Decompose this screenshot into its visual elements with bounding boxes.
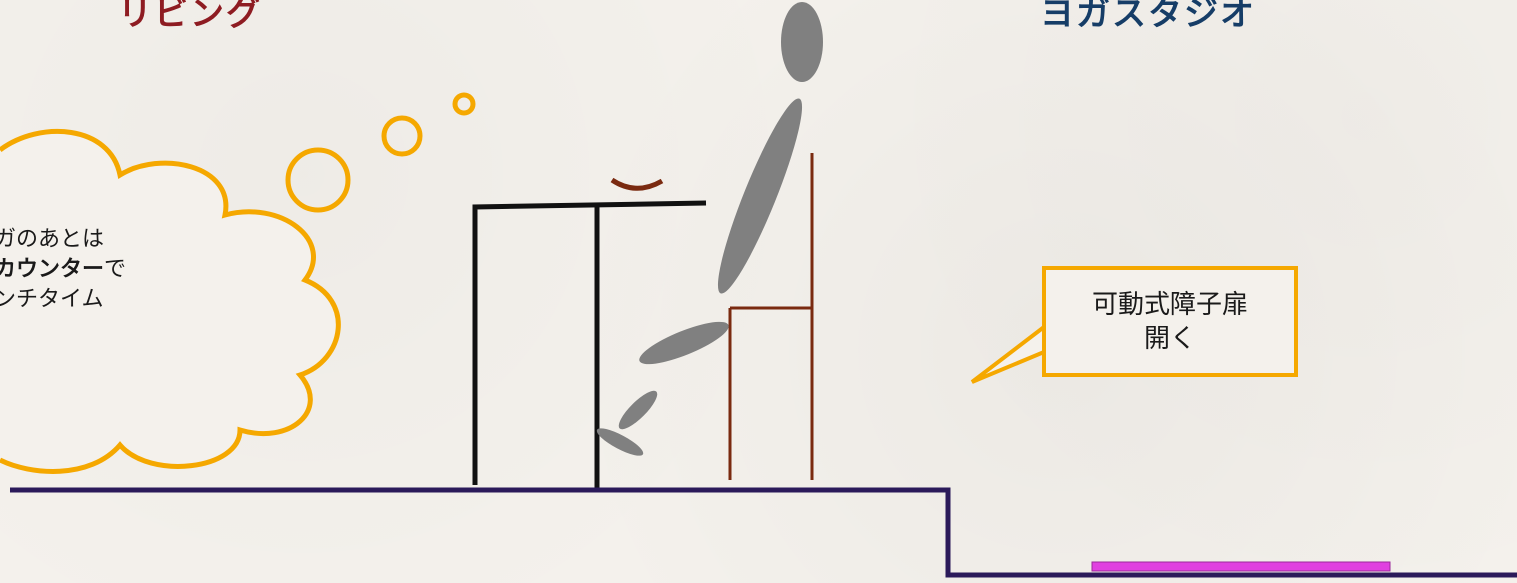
person-shin	[614, 386, 662, 434]
person-head	[781, 2, 823, 82]
counter-word: カウンター	[0, 257, 104, 282]
callout-box: 可動式障子扉 開く	[1042, 266, 1298, 377]
person-thigh	[635, 314, 733, 372]
thought-line-2: カウンターで	[0, 255, 234, 285]
callout-pointer	[972, 327, 1044, 382]
seated-person	[594, 2, 823, 460]
person-foot	[594, 424, 646, 461]
living-room-title: リビング	[118, 0, 262, 35]
callout-line-1: 可動式障子扉	[1092, 288, 1248, 322]
thought-bubble-large	[288, 150, 348, 210]
callout-line-2: 開く	[1144, 322, 1196, 356]
thought-line-3: ンチタイム	[0, 285, 234, 315]
thought-bubble-text: ガのあとは カウンターで ンチタイム	[0, 225, 234, 315]
yoga-studio-title: ヨガスタジオ	[1040, 0, 1256, 35]
bowl-on-counter	[612, 180, 662, 188]
thought-line-1: ガのあとは	[0, 225, 234, 255]
thought-bubble-medium	[384, 118, 420, 154]
thought-line-2-suffix: で	[104, 257, 126, 282]
person-torso	[706, 93, 814, 300]
thought-bubble-small	[455, 95, 473, 113]
sliding-door-marker	[1092, 562, 1390, 571]
